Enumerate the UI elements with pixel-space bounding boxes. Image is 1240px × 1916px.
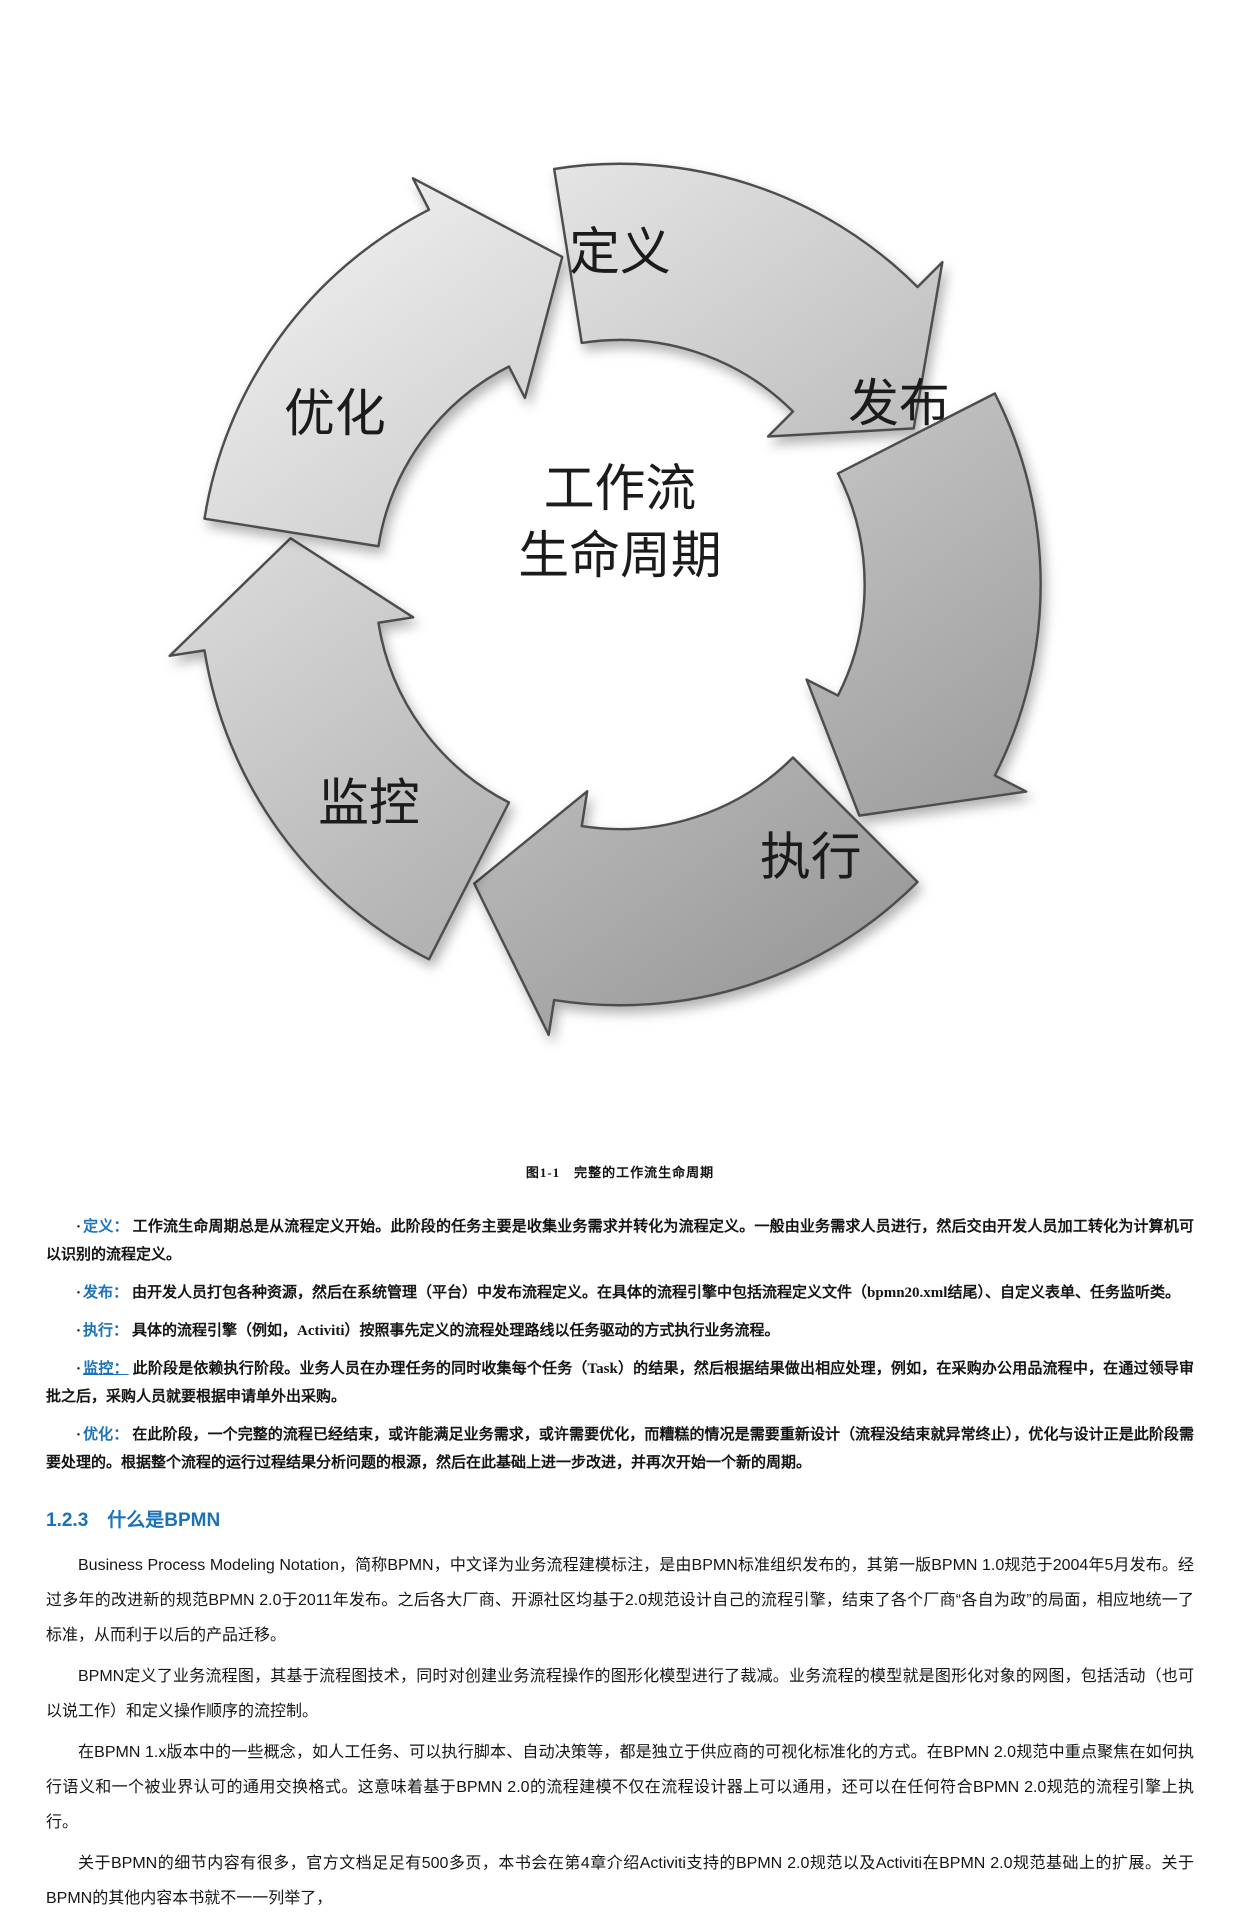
bullet-deploy: ·发布：由开发人员打包各种资源，然后在系统管理（平台）中发布流程定义。在具体的流… [46, 1279, 1194, 1307]
bullet-term: 优化： [83, 1427, 129, 1443]
paragraph-bpmn-defines: BPMN定义了业务流程图，其基于流程图技术，同时对创建业务流程操作的图形化模型进… [46, 1668, 1194, 1720]
cycle-arrow [472, 756, 919, 1037]
paragraph-bpmn-details: 关于BPMN的细节内容有很多，官方文档足足有500多页，本书会在第4章介绍Act… [46, 1855, 1194, 1907]
bullet-marker: · [76, 1219, 82, 1235]
bullet-text: 由开发人员打包各种资源，然后在系统管理（平台）中发布流程定义。在具体的流程引擎中… [132, 1285, 1180, 1301]
bullet-marker: · [76, 1285, 82, 1301]
section-heading-1-2-3: 1.2.3 什么是BPMN [46, 1510, 221, 1531]
paragraph-bpmn-versions: 在BPMN 1.x版本中的一些概念，如人工任务、可以执行脚本、自动决策等，都是独… [46, 1744, 1194, 1831]
paragraph-bpmn-intro: Business Process Modeling Notation，简称BPM… [46, 1557, 1194, 1644]
diagram-center-title: 生命周期 [518, 528, 721, 585]
bullet-term: 执行： [83, 1323, 129, 1339]
diagram-center-title: 工作流 [544, 462, 697, 518]
bullet-term: 发布： [83, 1285, 129, 1301]
body-text: ·定义：工作流生命周期总是从流程定义开始。此阶段的任务主要是收集业务需求并转化为… [46, 1213, 1194, 1916]
bullet-text: 在此阶段，一个完整的流程已经结束，或许能满足业务需求，或许需要优化，而糟糕的情况… [46, 1427, 1194, 1471]
bullet-execute: ·执行：具体的流程引擎（例如，Activiti）按照事先定义的流程处理路线以任务… [46, 1317, 1194, 1345]
cycle-arrow [203, 177, 564, 548]
bullet-optimize: ·优化：在此阶段，一个完整的流程已经结束，或许能满足业务需求，或许需要优化，而糟… [46, 1421, 1194, 1477]
cycle-arrow [168, 537, 511, 961]
figure-caption: 图1-1 完整的工作流生命周期 [525, 1165, 715, 1180]
bullet-marker: · [76, 1427, 82, 1443]
bullet-monitor: ·监控：此阶段是依赖执行阶段。业务人员在办理任务的同时收集每个任务（Task）的… [46, 1355, 1194, 1411]
bullet-text: 工作流生命周期总是从流程定义开始。此阶段的任务主要是收集业务需求并转化为流程定义… [46, 1219, 1194, 1263]
bullet-marker: · [76, 1323, 82, 1339]
bullet-marker: · [76, 1361, 82, 1377]
bullet-term: 定义： [83, 1219, 129, 1235]
figure-1-1: 定义发布执行 监控 优化工作流生命周期 图1-1 完整的工作流生命周期 [46, 64, 1194, 1181]
bullet-text: 此阶段是依赖执行阶段。业务人员在办理任务的同时收集每个任务（Task）的结果，然… [46, 1361, 1194, 1405]
lifecycle-node-label: 定义 [569, 225, 671, 281]
lifecycle-node-label: 执行 [760, 831, 862, 887]
lifecycle-node-label: 监控 [318, 776, 420, 832]
cycle-arrow [552, 162, 944, 438]
lifecycle-node-label: 发布 [848, 377, 950, 433]
bullet-term: 监控： [83, 1361, 129, 1377]
bullet-define: ·定义：工作流生命周期总是从流程定义开始。此阶段的任务主要是收集业务需求并转化为… [46, 1213, 1194, 1269]
diagram-wrapper: 定义发布执行 监控 优化工作流生命周期 [155, 64, 1085, 1106]
cycle-arrow [805, 392, 1042, 817]
bullet-text: 具体的流程引擎（例如，Activiti）按照事先定义的流程处理路线以任务驱动的方… [132, 1323, 780, 1339]
lifecycle-node-label: 优化 [284, 387, 386, 443]
